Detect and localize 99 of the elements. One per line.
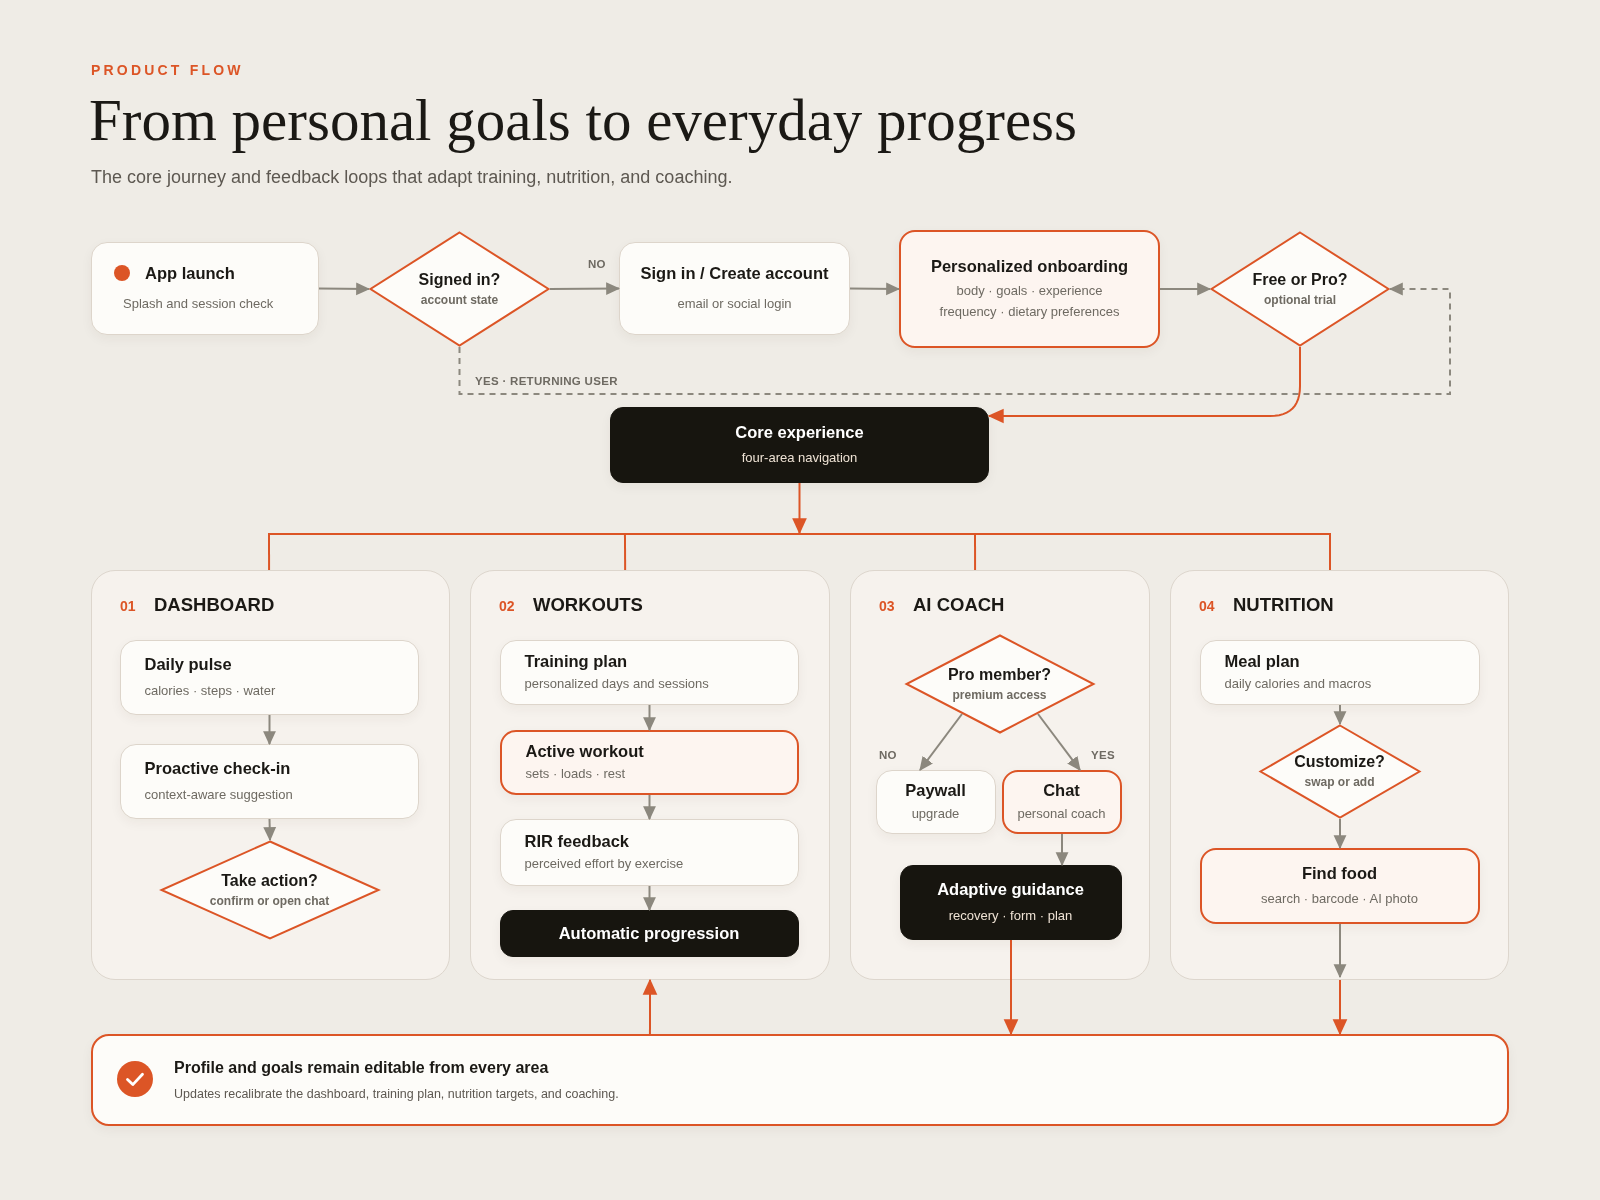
step-title: Proactive check-in bbox=[144, 757, 291, 778]
arrow bbox=[1332, 979, 1348, 1036]
subtitle: The core journey and feedback loops that adapt training, nutrition, and coaching. bbox=[91, 166, 733, 188]
arrow bbox=[263, 818, 277, 842]
step-title: Active workout bbox=[525, 740, 644, 761]
process-box bbox=[610, 407, 989, 483]
arrow bbox=[643, 704, 656, 732]
step-title: RIR feedback bbox=[524, 830, 630, 851]
section-heading: AI COACH bbox=[913, 594, 1005, 616]
process-box bbox=[119, 639, 419, 715]
arrow bbox=[318, 282, 371, 296]
step-description: personalized days and sessions bbox=[524, 674, 709, 693]
dashed-arrow bbox=[458, 282, 1451, 395]
step-description: sets · loads · rest bbox=[525, 764, 626, 783]
step-title: Chat bbox=[1043, 779, 1080, 800]
process-box bbox=[1199, 639, 1480, 705]
step-description: daily calories and macros bbox=[1224, 674, 1372, 693]
step-description: perceived effort by exercise bbox=[524, 854, 684, 873]
arrow bbox=[1055, 833, 1069, 867]
decision-hint: account state bbox=[420, 293, 499, 308]
step-title: Core experience bbox=[735, 422, 864, 442]
arrow bbox=[987, 346, 1301, 424]
arrow bbox=[549, 282, 621, 295]
process-box bbox=[499, 729, 799, 795]
decision-hint: optional trial bbox=[1264, 293, 1336, 308]
section-panel bbox=[850, 570, 1150, 980]
process-box bbox=[119, 743, 419, 819]
process-box bbox=[91, 242, 319, 335]
process-box bbox=[875, 769, 996, 834]
step-description: Splash and session check bbox=[123, 295, 274, 313]
process-box bbox=[1199, 847, 1480, 924]
process-box bbox=[499, 818, 799, 886]
process-box bbox=[499, 909, 799, 957]
step-description: email or social login bbox=[677, 295, 792, 313]
process-box bbox=[899, 864, 1122, 940]
eyebrow-label: PRODUCT FLOW bbox=[91, 62, 244, 78]
step-description: four-area navigation bbox=[741, 449, 858, 467]
arrow bbox=[1333, 818, 1347, 850]
section-panel bbox=[1170, 570, 1509, 980]
arrow bbox=[1037, 713, 1081, 771]
step-title: Daily pulse bbox=[144, 653, 232, 674]
arrow bbox=[919, 713, 963, 771]
arrow bbox=[1333, 923, 1347, 979]
step-title: Meal plan bbox=[1224, 650, 1300, 671]
decision-title: Take action? bbox=[221, 870, 318, 890]
arrow bbox=[643, 794, 656, 821]
step-title: Training plan bbox=[524, 650, 628, 671]
info-banner bbox=[91, 1034, 1509, 1126]
decision-title: Signed in? bbox=[418, 270, 501, 289]
edge-label: YES bbox=[1088, 748, 1118, 762]
step-description: context-aware suggestion bbox=[144, 785, 293, 804]
section-number: 01 bbox=[120, 598, 136, 614]
step-description: recovery · form · plan bbox=[948, 906, 1073, 925]
arrow bbox=[1003, 939, 1019, 1036]
process-box bbox=[619, 242, 850, 335]
step-title: Sign in / Create account bbox=[640, 263, 829, 283]
section-number: 03 bbox=[879, 598, 895, 614]
connector-line bbox=[623, 534, 627, 571]
section-heading: DASHBOARD bbox=[154, 594, 275, 616]
arrow bbox=[849, 282, 901, 296]
arrow bbox=[263, 714, 276, 746]
step-title: Find food bbox=[1301, 862, 1378, 883]
arrow bbox=[643, 885, 656, 912]
page-title: From personal goals to everyday progress bbox=[89, 87, 1078, 153]
section-number: 02 bbox=[499, 598, 515, 614]
process-box bbox=[1001, 769, 1122, 834]
step-description: calories · steps · water bbox=[144, 681, 276, 700]
banner-title: Profile and goals remain editable from every area bbox=[174, 1058, 550, 1078]
step-description: upgrade bbox=[911, 804, 960, 823]
step-title: Automatic progression bbox=[558, 923, 740, 943]
connector-line bbox=[1329, 534, 1331, 571]
decision-title: Customize? bbox=[1294, 752, 1385, 771]
section-number: 04 bbox=[1199, 598, 1215, 614]
arrow bbox=[1333, 704, 1347, 726]
banner-text: Updates recalibrate the dashboard, training plan, nutrition targets, and coaching. bbox=[174, 1086, 619, 1103]
arrow bbox=[1159, 282, 1212, 296]
decision-hint: confirm or open chat bbox=[209, 893, 330, 909]
edge-label: YES · RETURNING USER bbox=[472, 374, 621, 388]
process-box bbox=[499, 639, 799, 705]
step-description: body · goals · experience frequency · dietary preferences bbox=[938, 282, 1121, 321]
step-description: search · barcode · AI photo bbox=[1261, 889, 1418, 908]
connector-line bbox=[974, 534, 977, 571]
step-description: personal coach bbox=[1017, 804, 1106, 823]
connector-line bbox=[268, 534, 271, 571]
section-heading: WORKOUTS bbox=[533, 594, 643, 616]
step-title: Personalized onboarding bbox=[930, 256, 1129, 276]
step-title: Adaptive guidance bbox=[937, 878, 1084, 899]
step-title: Paywall bbox=[905, 779, 966, 800]
decision-hint: premium access bbox=[952, 687, 1047, 703]
section-panel bbox=[91, 570, 450, 980]
step-title: App launch bbox=[145, 263, 235, 283]
arrow bbox=[792, 482, 807, 535]
decision-hint: swap or add bbox=[1304, 775, 1375, 790]
process-box bbox=[899, 230, 1160, 348]
section-heading: NUTRITION bbox=[1233, 594, 1334, 616]
arrow bbox=[642, 978, 658, 1035]
decision-title: Free or Pro? bbox=[1252, 270, 1348, 289]
decision-title: Pro member? bbox=[947, 664, 1052, 684]
section-panel bbox=[470, 570, 830, 980]
